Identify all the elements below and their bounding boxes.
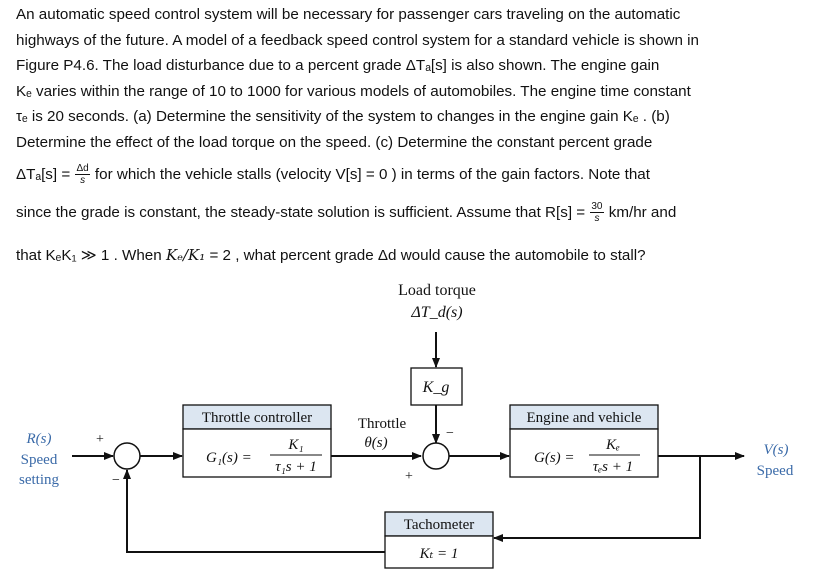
problem-line-9: that KₑK₁ ≫ 1 . When Kₑ/K₁ = 2 , what pe… (16, 232, 806, 274)
output-symbol: V(s) (764, 442, 789, 458)
summing-junction-1 (113, 442, 141, 470)
grade-fraction: Δd s (75, 163, 90, 187)
load-grade-expression: ΔTₐ[s] = (16, 165, 71, 183)
load-torque-label: Load torque (398, 282, 476, 299)
problem-line-2: highways of the future. A model of a fee… (16, 31, 699, 49)
input-symbol: R(s) (26, 431, 52, 447)
problem-line-4: Kₑ varies within the range of 10 to 1000… (16, 82, 691, 100)
problem-line-3: Figure P4.6. The load disturbance due to… (16, 57, 660, 75)
kg-block-label: K_g (422, 379, 450, 396)
units-text: km/hr and (608, 203, 677, 221)
engine-tf-left: G(s) = (534, 450, 575, 466)
summing-junction-2 (422, 442, 450, 470)
input-label-speed: Speed (21, 452, 58, 468)
problem-line-6: Determine the effect of the load torque … (16, 133, 653, 151)
throttle-controller-block (182, 428, 332, 478)
block-diagram: Load torque ΔT_d(s) K_g Throttle control… (0, 270, 818, 580)
sum1-plus-sign: + (96, 432, 104, 447)
load-torque-symbol: ΔT_d(s) (410, 304, 462, 321)
output-label-speed: Speed (757, 463, 794, 479)
feedback-path-to-sum (123, 469, 385, 553)
problem-statement: An automatic speed control system will b… (16, 2, 806, 274)
gain-ratio: Kₑ/K₁ (165, 245, 206, 264)
problem-line-8: since the grade is constant, the steady-… (16, 194, 806, 232)
engine-tf-denominator: τₑs + 1 (593, 459, 633, 475)
sum2-plus-sign: + (405, 469, 413, 484)
tachometer-header (384, 511, 494, 537)
engine-vehicle-block (509, 428, 659, 478)
problem-line-1: An automatic speed control system will b… (16, 6, 681, 23)
throttle-controller-tf-left: G₁(s) = (206, 450, 252, 466)
stall-condition-text: for which the vehicle stalls (velocity V… (94, 165, 650, 183)
input-label-setting: setting (19, 472, 59, 488)
throttle-controller-tf-denominator: τ₁s + 1 (275, 459, 317, 475)
tachometer-tf: Kₜ = 1 (419, 546, 459, 562)
throttle-controller-header (182, 404, 332, 430)
throttle-controller-tf-numerator: K₁ (287, 437, 303, 453)
throttle-controller-title: Throttle controller (202, 410, 312, 426)
grade-fraction-numerator: Δd (75, 163, 90, 176)
problem-line-7: ΔTₐ[s] = Δd s for which the vehicle stal… (16, 156, 806, 194)
input-fraction-numerator: 30 (590, 201, 604, 214)
sum1-minus-sign: − (112, 473, 120, 488)
question-text: = 2 , what percent grade Δd would cause … (209, 246, 646, 264)
engine-tf-numerator: Kₑ (605, 437, 620, 453)
input-fraction-denominator: s (594, 213, 600, 225)
steady-state-text: since the grade is constant, the steady-… (16, 203, 586, 221)
problem-line-5: τₑ is 20 seconds. (a) Determine the sens… (16, 108, 670, 126)
tachometer-title: Tachometer (404, 517, 475, 533)
block-diagram-svg: Load torque ΔT_d(s) K_g Throttle control… (19, 282, 794, 569)
throttle-symbol: θ(s) (364, 435, 387, 451)
grade-fraction-denominator: s (80, 175, 86, 187)
sum2-minus-sign: − (446, 426, 454, 441)
gain-assumption-text: that KₑK₁ ≫ 1 . When (16, 246, 162, 264)
input-fraction: 30 s (590, 201, 604, 225)
throttle-label: Throttle (358, 416, 407, 432)
feedback-path-to-tachometer (493, 456, 701, 542)
engine-vehicle-title: Engine and vehicle (527, 410, 642, 426)
